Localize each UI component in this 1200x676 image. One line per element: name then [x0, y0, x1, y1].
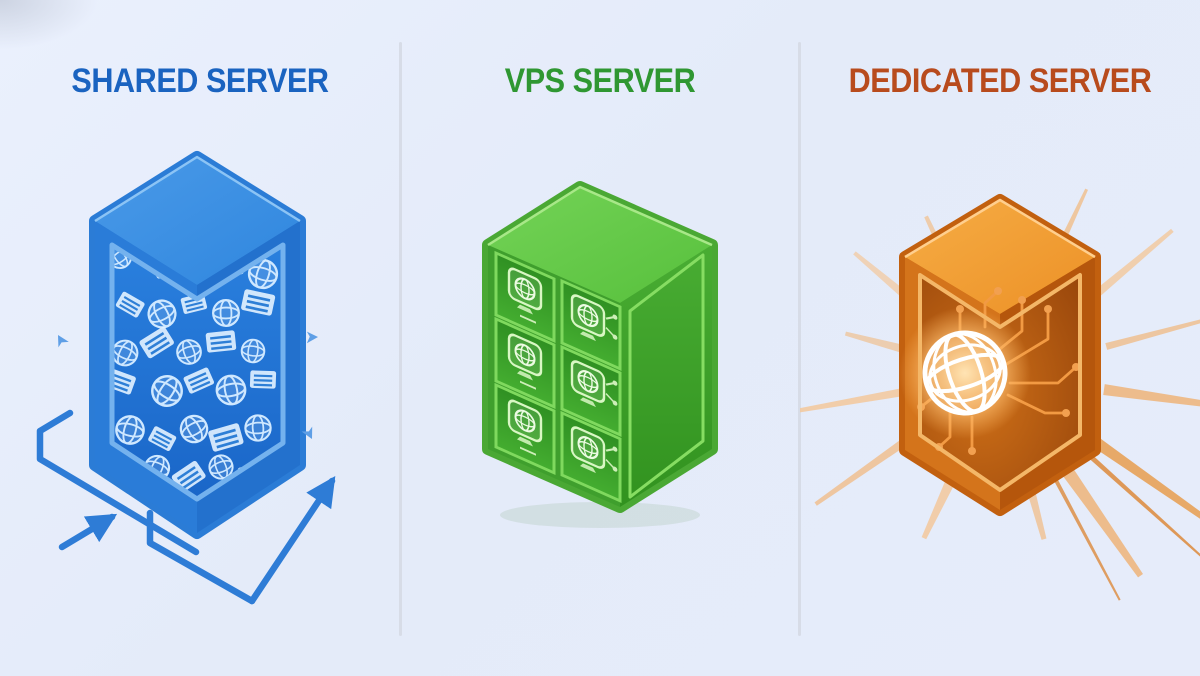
vps-partition-cells	[494, 250, 622, 503]
side-panel-outline	[628, 253, 705, 499]
monitor-icon	[517, 436, 533, 447]
partition-cell	[560, 410, 622, 503]
burst-ray	[1052, 475, 1121, 601]
column-title-vps: VPS SERVER	[504, 62, 696, 100]
globe-icon	[151, 375, 183, 407]
burst-ray	[1103, 384, 1200, 413]
flow-pipe	[36, 409, 256, 605]
server-stack-icon	[183, 367, 215, 394]
burst-ray	[1078, 427, 1200, 532]
column-divider	[399, 42, 402, 636]
circuit-icon	[605, 446, 618, 472]
monitor-icon	[580, 397, 596, 408]
flow-arrow-icon	[58, 476, 336, 605]
server-stack-icon	[249, 370, 277, 389]
globe-icon	[215, 374, 247, 406]
monitor-icon	[517, 370, 533, 381]
vps-server-illustration	[482, 181, 718, 528]
monitor-icon	[517, 304, 533, 315]
tiny-arrow-icons	[58, 331, 318, 439]
monitor-icon	[580, 331, 596, 342]
globe-icon	[244, 414, 272, 442]
server-stack-icon	[208, 423, 244, 452]
globe-icon	[147, 299, 177, 329]
circuit-icon	[605, 380, 618, 406]
column-dedicated-server: DEDICATED SERVER	[800, 0, 1200, 676]
column-divider	[798, 42, 801, 636]
burst-ray	[814, 425, 925, 506]
globe-icon	[899, 307, 1031, 439]
partition-cell	[560, 344, 622, 437]
server-window-frame	[109, 242, 286, 502]
burst-ray	[1105, 314, 1200, 350]
globe-icon	[176, 339, 202, 365]
box-shadow	[500, 502, 700, 528]
globe-icon	[247, 258, 279, 290]
partition-cell	[494, 382, 556, 475]
burst-ray	[800, 388, 903, 414]
shared-server-illustration	[36, 151, 336, 605]
burst-ray	[844, 331, 915, 357]
partition-cell	[494, 250, 556, 343]
globe-icon	[179, 414, 209, 444]
globe-icon	[240, 338, 266, 364]
burst-ray	[1048, 448, 1143, 578]
column-shared-server: SHARED SERVER	[0, 0, 400, 676]
server-stack-icon	[241, 289, 276, 316]
column-vps-server: VPS SERVER	[400, 0, 800, 676]
globe-icon	[115, 415, 145, 445]
server-stack-icon	[205, 330, 237, 353]
burst-ray	[1077, 228, 1174, 311]
globe-icon	[208, 454, 234, 480]
dedicated-server-illustration	[800, 188, 1200, 601]
server-stack-icon	[115, 291, 145, 318]
server-stack-icon	[139, 326, 174, 359]
circuit-icon	[605, 314, 618, 340]
column-title-shared: SHARED SERVER	[71, 62, 329, 100]
monitor-icon	[580, 463, 596, 474]
partition-cell	[560, 278, 622, 371]
server-window-frame	[918, 273, 1082, 492]
burst-ray	[1087, 453, 1200, 564]
column-title-dedicated: DEDICATED SERVER	[848, 62, 1152, 100]
server-stack-icon	[148, 426, 177, 452]
globe-icon	[212, 299, 240, 327]
partition-cell	[494, 316, 556, 409]
server-stack-icon	[171, 460, 206, 493]
